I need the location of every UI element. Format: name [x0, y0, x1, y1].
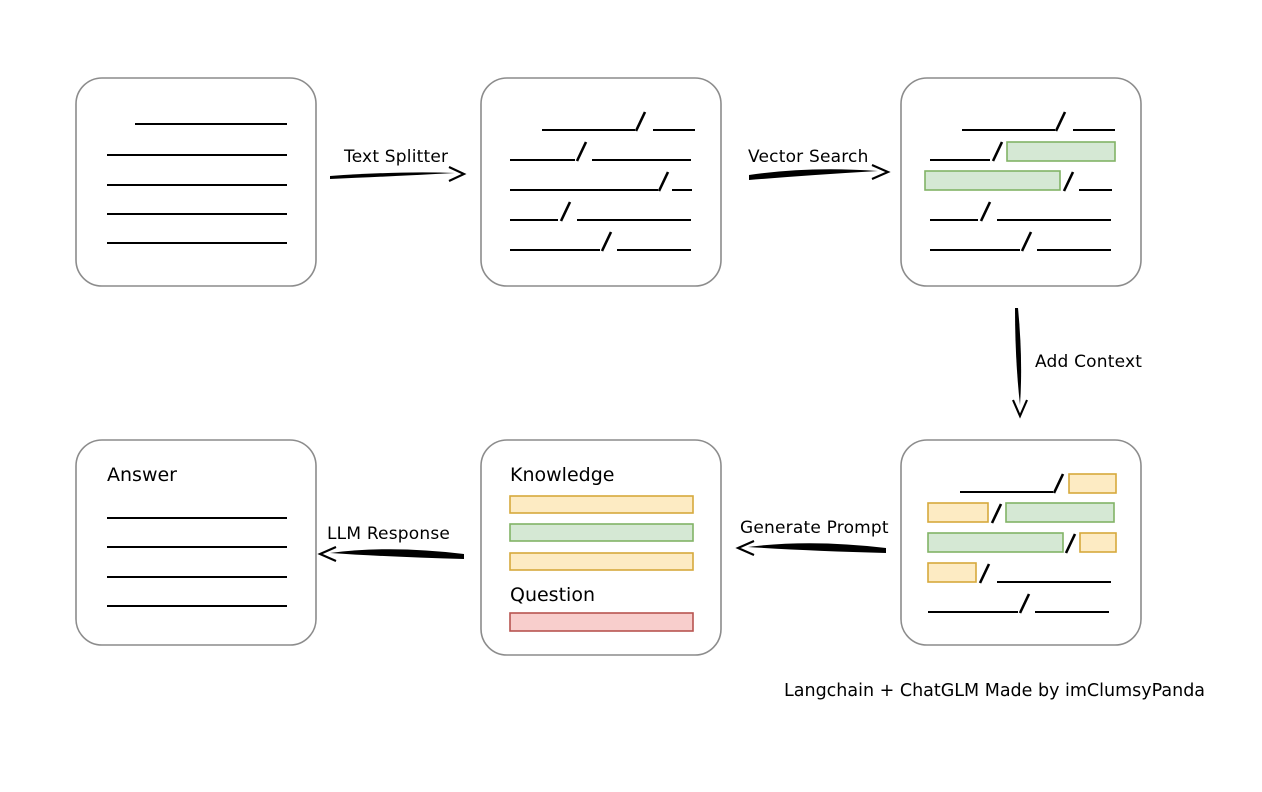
edge-vector-search	[749, 164, 891, 180]
edge-llm-response	[317, 546, 464, 562]
split-chunks-frame	[480, 77, 722, 287]
edge-label-generate-prompt: Generate Prompt	[740, 518, 889, 538]
prompt-box[interactable]	[480, 439, 722, 656]
answer-box[interactable]	[75, 439, 317, 646]
highlight-yellow	[927, 502, 989, 523]
split-chunks-rows	[510, 111, 695, 252]
answer-frame	[75, 439, 317, 646]
highlight-yellow	[927, 562, 977, 583]
knowledge-heading: Knowledge	[510, 464, 615, 486]
edge-label-llm-response: LLM Response	[327, 524, 451, 544]
highlight-green	[924, 170, 1061, 191]
source-document-lines	[107, 122, 287, 245]
edge-generate-prompt	[735, 540, 886, 556]
edge-text-splitter	[330, 166, 467, 182]
edge-label-add-context: Add Context	[1035, 352, 1143, 372]
vector-matched-chunks-rows	[924, 111, 1116, 252]
question-bar	[509, 612, 694, 632]
context-chunks-rows	[927, 473, 1117, 614]
highlight-green	[927, 532, 1064, 553]
highlight-yellow	[1079, 532, 1117, 553]
split-chunks-box[interactable]	[480, 77, 722, 287]
vector-matched-chunks-box[interactable]	[900, 77, 1142, 287]
highlight-yellow	[1068, 473, 1117, 494]
highlight-green	[1006, 141, 1116, 162]
edge-label-vector-search: Vector Search	[748, 147, 869, 167]
footer-credit: Langchain + ChatGLM Made by imClumsyPand…	[784, 681, 1206, 701]
answer-lines	[107, 516, 287, 608]
edge-label-text-splitter: Text Splitter	[344, 147, 449, 167]
knowledge-bar-2	[509, 523, 694, 542]
answer-title: Answer	[107, 464, 177, 486]
source-document-frame	[75, 77, 317, 287]
prompt-frame	[480, 439, 722, 656]
question-heading: Question	[510, 584, 595, 606]
edge-add-context	[1012, 308, 1028, 419]
knowledge-bar-3	[509, 552, 694, 571]
context-chunks-box[interactable]	[900, 439, 1142, 646]
source-document-box[interactable]	[75, 77, 317, 287]
highlight-green	[1005, 502, 1115, 523]
knowledge-bar-1	[509, 495, 694, 514]
